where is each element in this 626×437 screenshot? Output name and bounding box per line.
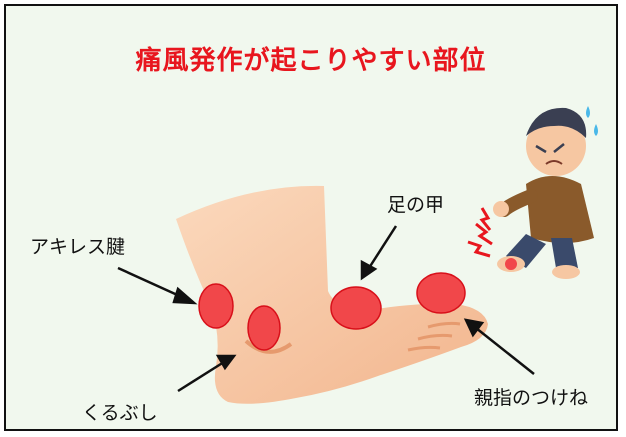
arrow-instep-head bbox=[360, 259, 378, 281]
arrow-ankle bbox=[177, 360, 225, 393]
man-in-pain-illustration bbox=[467, 106, 598, 279]
label-instep: 足の甲 bbox=[387, 194, 445, 216]
arrow-big-toe-head bbox=[463, 318, 485, 338]
diagram-frame: 痛風発作が起こりやすい部位 bbox=[4, 4, 618, 431]
big-toe-hotspot bbox=[416, 272, 466, 314]
toe-line bbox=[427, 321, 461, 329]
arrow-instep bbox=[367, 225, 398, 269]
label-ankle: くるぶし bbox=[82, 402, 158, 424]
foot-illustration bbox=[117, 106, 598, 404]
toe-line bbox=[417, 333, 453, 341]
ankle-crease bbox=[244, 339, 293, 354]
arrow-big-toe bbox=[475, 327, 535, 375]
label-achilles: アキレス腱 bbox=[30, 236, 126, 258]
toe-line bbox=[407, 345, 441, 352]
arrow-achilles bbox=[117, 266, 185, 300]
achilles-hotspot bbox=[198, 283, 234, 329]
label-big-toe-base: 親指のつけね bbox=[474, 387, 589, 409]
arrow-ankle-head bbox=[215, 354, 237, 371]
arrow-achilles-head bbox=[172, 286, 198, 305]
diagram-title: 痛風発作が起こりやすい部位 bbox=[135, 46, 487, 76]
ankle-hotspot bbox=[247, 305, 281, 351]
instep-hotspot bbox=[330, 286, 382, 330]
